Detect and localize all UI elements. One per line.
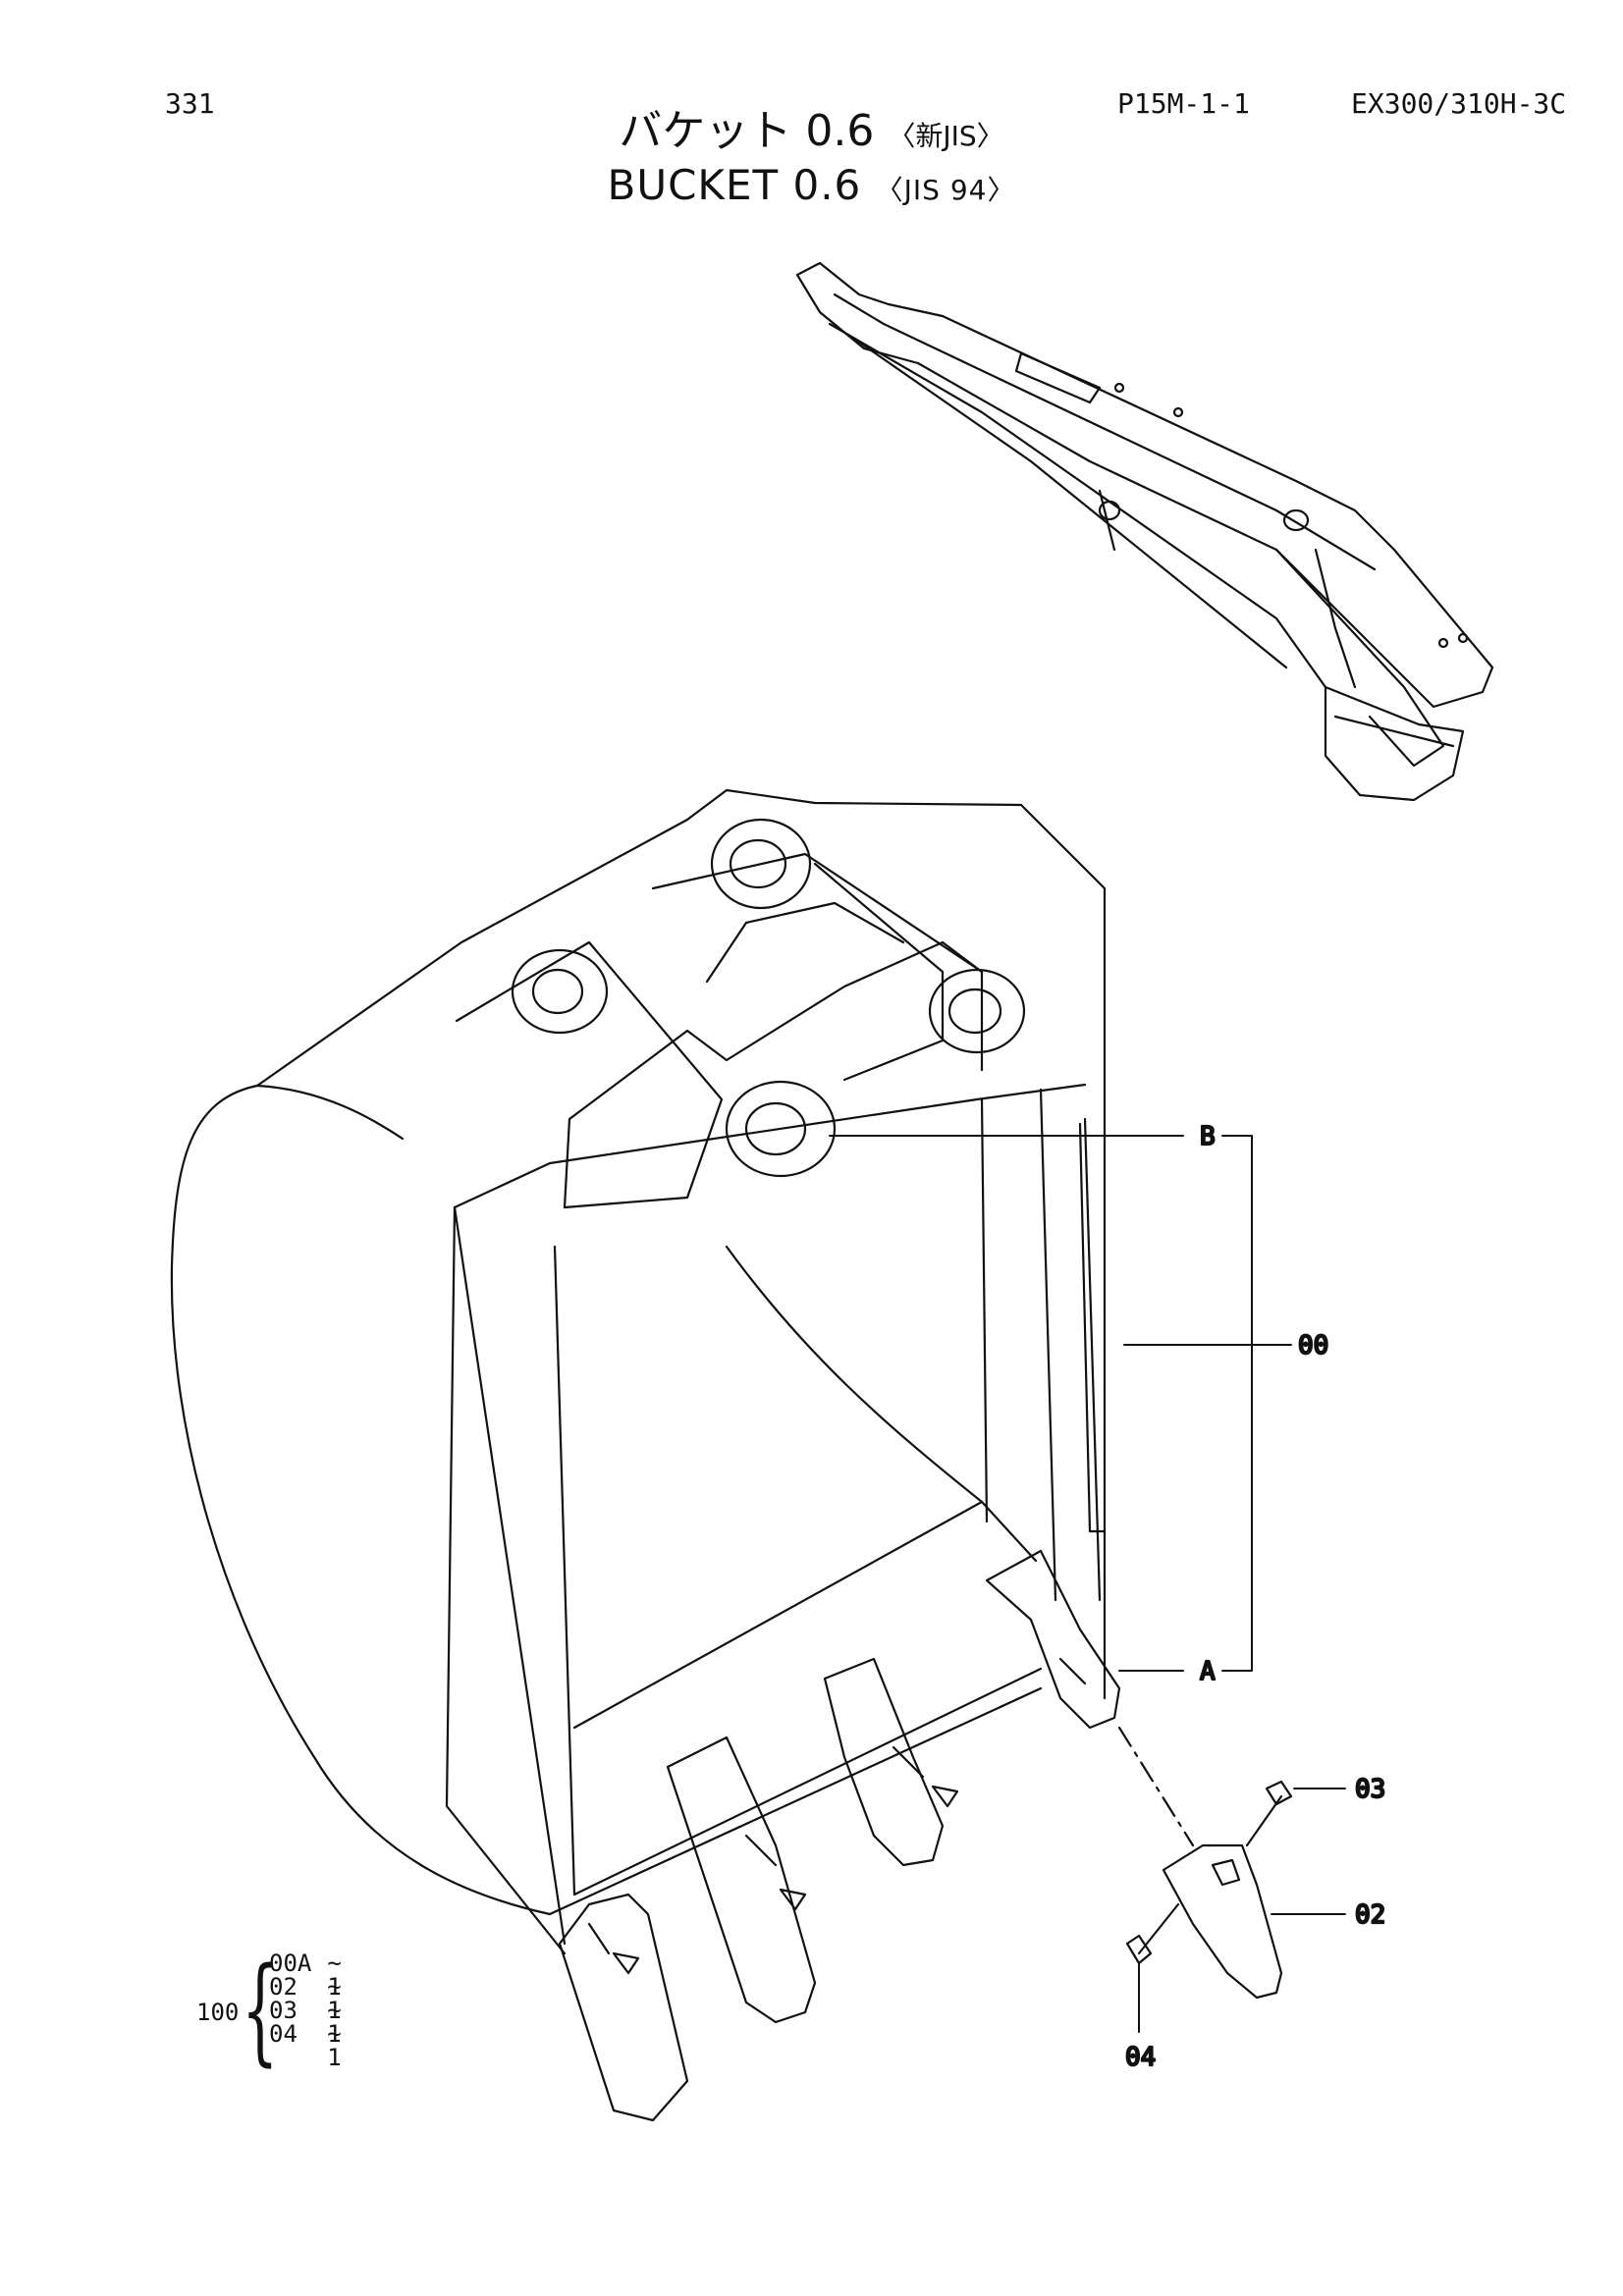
excavator-arm-inset xyxy=(795,261,1494,802)
kit-brace: { xyxy=(242,1942,279,2077)
kit-item-code: 04 xyxy=(269,2020,298,2048)
title-en-suffix: 〈JIS 94〉 xyxy=(875,174,1016,206)
kit-item-code: 02 xyxy=(269,1973,298,2001)
kit-row: 03 ~ 1 xyxy=(269,1997,357,2048)
callout-04: 04 xyxy=(1125,2043,1156,2072)
callout-03: 03 xyxy=(1355,1775,1385,1804)
callout-02: 02 xyxy=(1355,1900,1385,1930)
kit-row: 04 ~ 1 xyxy=(269,2020,357,2071)
pin-03 xyxy=(1265,1780,1293,1806)
kit-item-qty: ~ 1 xyxy=(327,1997,342,2048)
kit-item-qty: ~ 1 xyxy=(327,1949,342,2001)
page-number: 331 xyxy=(165,87,215,120)
title-english: BUCKET 0.6 〈JIS 94〉 xyxy=(0,165,1623,206)
tooth-02 xyxy=(1162,1843,1283,2000)
kit-item-qty: ~ 1 xyxy=(327,1973,342,2024)
kit-item-qty: ~ 1 xyxy=(327,2020,342,2071)
kit-item-code: 00A xyxy=(269,1949,312,1977)
callout-a: A xyxy=(1200,1657,1216,1686)
exploded-tooth-parts xyxy=(1117,1726,1293,2000)
bucket-drawing xyxy=(170,788,1121,2122)
kit-row: 00A ~ 1 xyxy=(269,1949,357,2001)
lock-04 xyxy=(1125,1934,1153,1965)
title-jp-suffix: 〈新JIS〉 xyxy=(888,120,1004,152)
title-en-main: BUCKET 0.6 xyxy=(607,161,862,209)
kit-item-code: 03 xyxy=(269,1997,298,2024)
kit-rows: 00A ~ 1 02 ~ 1 03 ~ 1 04 ~ 1 xyxy=(269,1949,357,2071)
model-code: EX300/310H-3C xyxy=(1351,87,1567,120)
kit-row: 02 ~ 1 xyxy=(269,1973,357,2024)
page-code: P15M-1-1 xyxy=(1117,87,1250,120)
kit-parent-code: 100 xyxy=(196,1999,240,2026)
callout-b: B xyxy=(1200,1122,1216,1151)
callout-00: 00 xyxy=(1298,1331,1328,1361)
callout-leaders xyxy=(829,1135,1346,2033)
title-jp-main: バケット 0.6 xyxy=(619,106,875,156)
title-japanese: バケット 0.6 〈新JIS〉 xyxy=(0,110,1623,153)
